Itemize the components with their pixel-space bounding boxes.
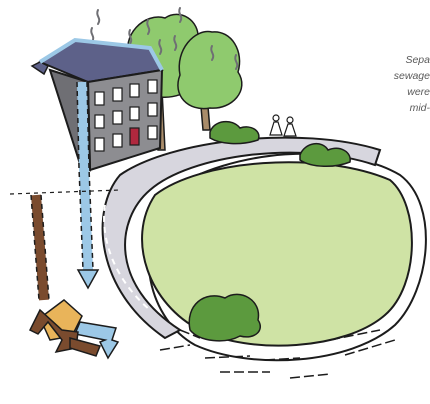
caption: Sepa sewage were mid-: [360, 52, 430, 116]
caption-line: sewage: [393, 70, 430, 82]
chimney: [30, 61, 50, 76]
person-body: [269, 121, 283, 136]
caption-line: were: [407, 86, 430, 98]
storm-outflow: [73, 321, 120, 360]
window: [147, 102, 158, 117]
sewage-riser: [31, 194, 49, 301]
window: [147, 79, 158, 94]
house-door: [129, 127, 140, 146]
bush: [209, 120, 260, 145]
window: [94, 137, 105, 152]
rain-drop: [178, 7, 183, 23]
window: [94, 91, 105, 106]
rain-drop: [96, 9, 101, 25]
caption-line: Sepa: [405, 54, 430, 66]
sewage-outflow: [69, 337, 102, 357]
person-head: [286, 116, 294, 124]
window: [112, 87, 123, 102]
lawn: [141, 161, 413, 347]
window: [112, 110, 123, 125]
people: [269, 114, 297, 137]
ground-lines: [159, 329, 396, 379]
rain-drop: [173, 35, 178, 51]
surface-line: [9, 189, 121, 195]
gutter: [38, 37, 164, 71]
downpipe: [77, 81, 93, 271]
bush: [299, 143, 351, 167]
rain-drop: [210, 45, 215, 61]
storm-arrow: [76, 269, 100, 290]
house-windows: [94, 79, 158, 152]
road-dashes: [103, 204, 151, 311]
window: [112, 133, 123, 148]
sewage-outflow: [28, 308, 79, 354]
sewage-junction: [39, 299, 83, 341]
road: [101, 136, 382, 340]
person-body: [283, 123, 297, 137]
stormwater-pipe: [38, 37, 164, 360]
window: [94, 114, 105, 129]
tree-crown: [177, 30, 243, 110]
window: [129, 106, 140, 121]
downpipe-outline: [76, 81, 94, 271]
house: [30, 38, 164, 172]
window: [147, 125, 158, 140]
window: [129, 83, 140, 98]
bushes: [188, 120, 351, 342]
rain-drop: [128, 29, 133, 45]
ground-disc: [101, 136, 427, 379]
caption-line: mid-: [409, 102, 430, 114]
person-head: [272, 114, 280, 122]
bush: [188, 293, 261, 342]
rain-drop: [234, 54, 239, 70]
sewage-pipe: [28, 194, 102, 357]
rain-drop: [146, 19, 151, 35]
rain-drop: [158, 39, 163, 55]
